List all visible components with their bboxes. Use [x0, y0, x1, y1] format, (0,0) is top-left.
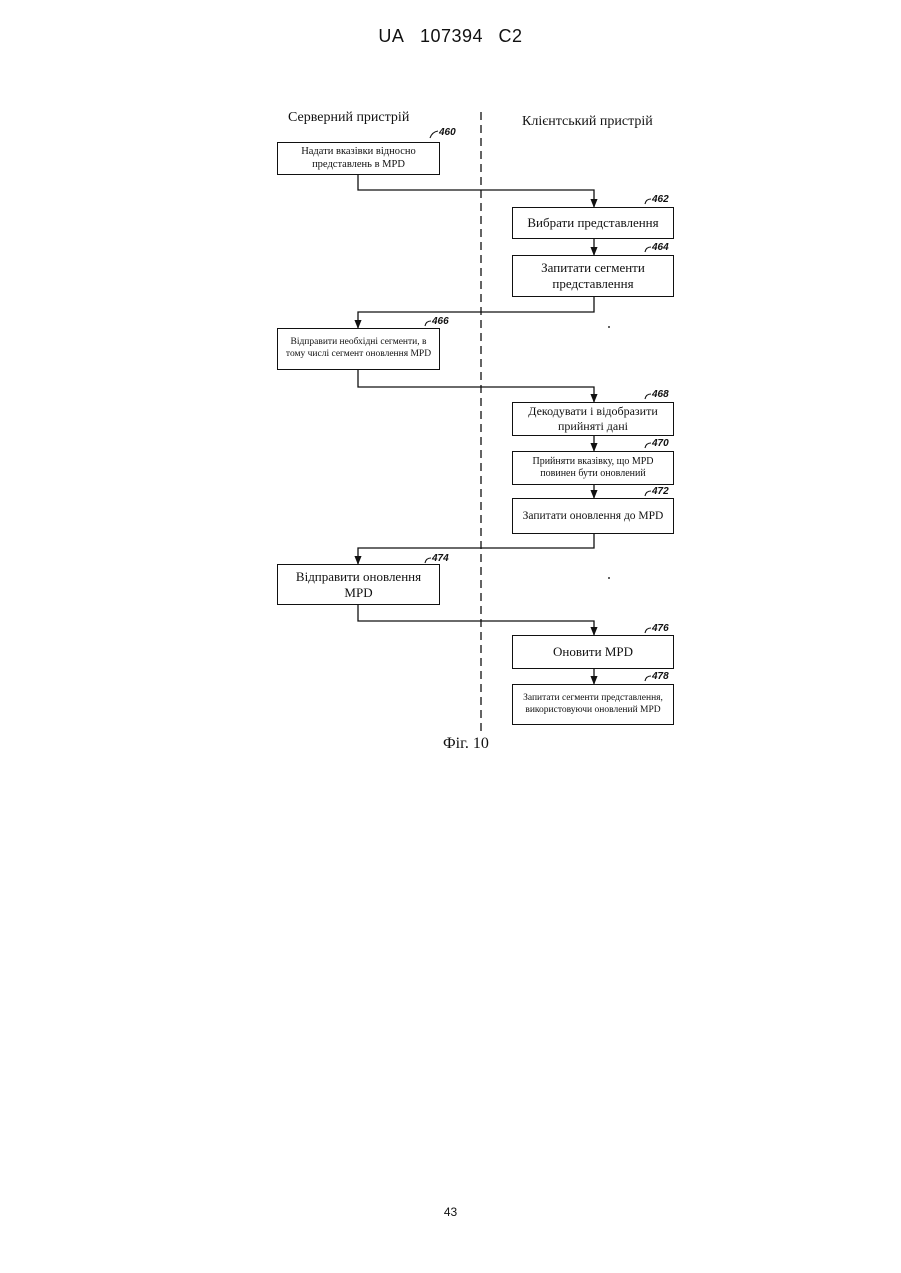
step-470-ref: 470: [652, 438, 669, 449]
arrow-464-466: [358, 297, 594, 328]
ref-tick-476: [645, 628, 651, 633]
step-462-box: Вибрати представлення: [512, 207, 674, 239]
page-number: 43: [0, 1205, 901, 1219]
speck: [608, 577, 610, 579]
arrow-460-462: [358, 175, 594, 207]
step-468-box: Декодувати і відобразити прийняті дані: [512, 402, 674, 436]
ref-tick-462: [645, 199, 651, 204]
arrow-466-468: [358, 370, 594, 402]
step-468-text: Декодувати і відобразити прийняті дані: [517, 404, 669, 433]
step-472-ref: 472: [652, 486, 669, 497]
step-476-box: Оновити MPD: [512, 635, 674, 669]
step-464-text: Запитати сегменти представлення: [517, 260, 669, 292]
step-474-text: Відправити оновлення MPD: [282, 569, 435, 601]
step-470-text: Прийняти вказівку, що MPD повинен бути о…: [517, 456, 669, 480]
step-476-ref: 476: [652, 623, 669, 634]
step-472-box: Запитати оновлення до MPD: [512, 498, 674, 534]
step-478-box: Запитати сегменти представлення, викорис…: [512, 684, 674, 725]
figure-caption: Фіг. 10: [443, 735, 489, 753]
ref-tick-460: [430, 131, 438, 138]
step-460-ref: 460: [439, 127, 456, 138]
step-462-text: Вибрати представлення: [527, 215, 658, 231]
lane-title-server: Серверний пристрій: [288, 110, 409, 126]
step-468-ref: 468: [652, 389, 669, 400]
step-464-box: Запитати сегменти представлення: [512, 255, 674, 297]
step-464-ref: 464: [652, 242, 669, 253]
step-466-box: Відправити необхідні сегменти, в тому чи…: [277, 328, 440, 370]
ref-tick-468: [645, 394, 651, 399]
step-466-ref: 466: [432, 316, 449, 327]
ref-tick-478: [645, 676, 651, 681]
step-474-ref: 474: [432, 553, 449, 564]
lane-title-client: Клієнтський пристрій: [522, 114, 653, 130]
step-466-text: Відправити необхідні сегменти, в тому чи…: [282, 337, 435, 360]
ref-tick-470: [645, 443, 651, 448]
speck: [608, 326, 610, 328]
step-478-text: Запитати сегменти представлення, викорис…: [517, 693, 669, 716]
ref-tick-472: [645, 491, 651, 496]
ref-tick-466: [425, 321, 431, 326]
step-460-text: Надати вказівки відносно представлень в …: [282, 146, 435, 172]
step-474-box: Відправити оновлення MPD: [277, 564, 440, 605]
arrow-472-474: [358, 534, 594, 564]
step-470-box: Прийняти вказівку, що MPD повинен бути о…: [512, 451, 674, 485]
step-476-text: Оновити MPD: [553, 644, 633, 660]
arrow-474-476: [358, 605, 594, 635]
step-460-box: Надати вказівки відносно представлень в …: [277, 142, 440, 175]
step-472-text: Запитати оновлення до MPD: [523, 509, 664, 523]
step-462-ref: 462: [652, 194, 669, 205]
ref-tick-474: [425, 558, 431, 563]
ref-tick-464: [645, 247, 651, 252]
step-478-ref: 478: [652, 671, 669, 682]
